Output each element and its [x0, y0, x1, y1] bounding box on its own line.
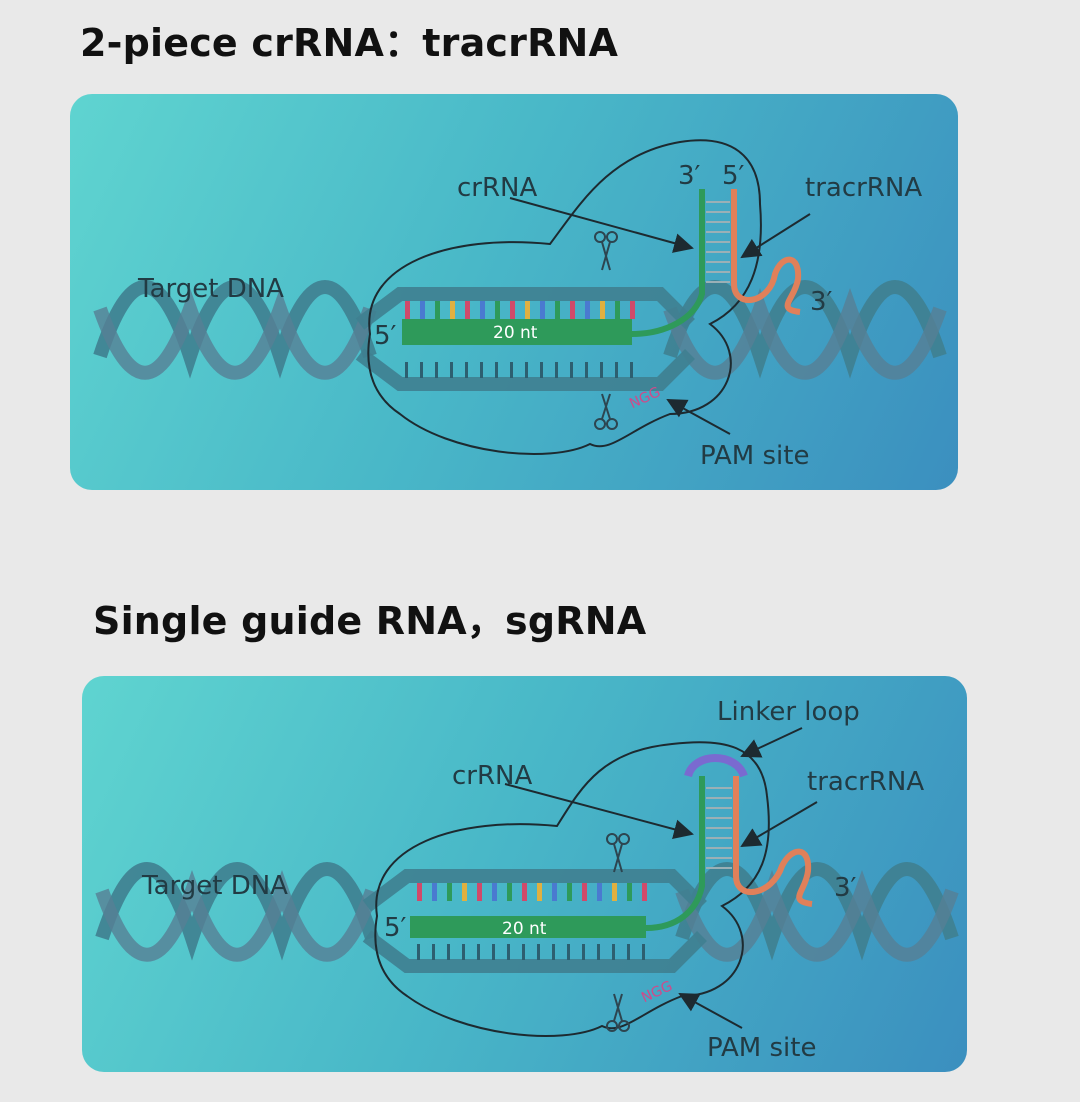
crrna-arrow: [509, 197, 694, 253]
crrna-label: crRNA: [457, 173, 537, 203]
sgrna-heading: Single guide RNA，sgRNA: [93, 599, 647, 643]
five-prime-top-label: 5′: [722, 161, 745, 191]
linker-loop: [684, 754, 748, 778]
tracrrna-arrow: [740, 213, 811, 259]
five-prime-left-label: 5′: [384, 913, 407, 943]
cas9-outline: [374, 741, 770, 1037]
crrna-strand: [410, 776, 705, 938]
three-prime-tail-label: 3′: [810, 287, 833, 317]
three-prime-top-label: 3′: [678, 161, 701, 191]
pam-arrow: [666, 399, 731, 435]
three-prime-tail-label: 3′: [834, 873, 857, 903]
base-pairs-bottom: [405, 362, 633, 378]
base-pairs-top: [417, 883, 647, 901]
crrna-label: crRNA: [452, 761, 532, 791]
crrna-tracrrna-pairing: [706, 201, 730, 283]
sgrna-diagram-svg: NGG Linker loop Target DNA crRNA tracrRN…: [95, 697, 959, 1063]
target-dna-label: Target DNA: [137, 274, 284, 304]
tracrrna-label: tracrRNA: [807, 767, 924, 797]
base-pairs-top: [405, 301, 635, 319]
pam-arrow: [678, 993, 743, 1029]
cas9-outline: [367, 139, 762, 455]
pam-site-label: PAM site: [707, 1033, 816, 1063]
scissors-icon-top: [606, 833, 630, 873]
target-dna-helix: [95, 862, 959, 973]
crrna-strand: [402, 189, 705, 345]
two-piece-diagram-svg: NGG Target DNA crRNA tracrRNA 3′ 5′ 3′ 5…: [93, 139, 947, 471]
tracrrna-strand: [733, 776, 813, 907]
two-piece-diagram: NGG Target DNA crRNA tracrRNA 3′ 5′ 3′ 5…: [70, 94, 958, 490]
target-dna-helix: [93, 280, 947, 391]
scissors-icon-bottom: [594, 393, 618, 430]
scissors-icon-bottom: [606, 993, 630, 1032]
linker-loop-label: Linker loop: [717, 697, 860, 727]
two-piece-heading: 2-piece crRNA：tracrRNA: [80, 21, 619, 65]
sgrna-diagram: NGG Linker loop Target DNA crRNA tracrRN…: [82, 676, 967, 1072]
twenty-nt-label: 20 nt: [493, 323, 538, 343]
base-pairs-bottom: [417, 944, 645, 960]
pam-site-label: PAM site: [700, 441, 809, 471]
linker-loop-arrow: [740, 727, 803, 758]
crrna-tracrrna-pairing: [706, 787, 732, 869]
tracrrna-strand: [731, 189, 802, 315]
target-dna-label: Target DNA: [141, 871, 288, 901]
tracrrna-label: tracrRNA: [805, 173, 922, 203]
crrna-arrow: [504, 783, 694, 840]
scissors-icon-top: [594, 231, 618, 271]
five-prime-left-label: 5′: [374, 321, 397, 351]
twenty-nt-label: 20 nt: [502, 919, 547, 939]
tracrrna-arrow: [740, 801, 818, 848]
